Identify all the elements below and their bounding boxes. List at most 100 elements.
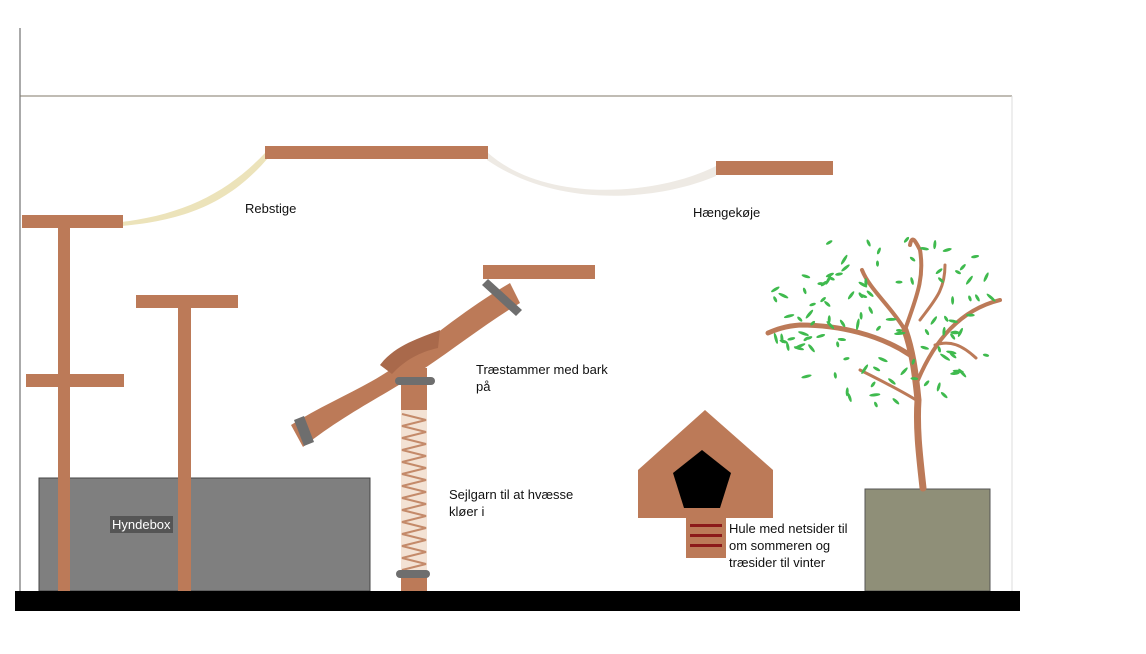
leaf bbox=[940, 392, 948, 399]
leaf bbox=[874, 401, 878, 408]
leaf bbox=[843, 357, 850, 361]
leaf bbox=[825, 240, 833, 245]
cave-ladder-rung-3 bbox=[690, 544, 722, 547]
leaf bbox=[885, 317, 897, 321]
tree-branch-right-mid bbox=[933, 341, 978, 360]
leaf bbox=[858, 281, 868, 288]
leaf bbox=[817, 282, 824, 286]
leaf bbox=[982, 353, 990, 357]
label-rope-ladder: Rebstige bbox=[245, 201, 297, 216]
leaf bbox=[787, 337, 796, 341]
cushion-box bbox=[38, 477, 371, 592]
leaf bbox=[935, 268, 943, 275]
leaf bbox=[845, 387, 849, 397]
label-sisal: Sejlgarn til at hvæsse kløer i bbox=[449, 486, 574, 520]
leaf bbox=[888, 378, 896, 385]
floor bbox=[15, 591, 1020, 611]
leaf bbox=[828, 276, 835, 281]
leaf bbox=[824, 301, 831, 307]
leaf bbox=[866, 239, 871, 247]
leaf bbox=[773, 332, 778, 344]
tree-branch-right-upper bbox=[918, 263, 947, 322]
leaf bbox=[950, 333, 956, 340]
leaf bbox=[942, 326, 946, 336]
tall-post-mid-shelf bbox=[26, 374, 124, 387]
leaf bbox=[858, 292, 864, 299]
leaf bbox=[771, 286, 780, 293]
leaf bbox=[924, 329, 930, 336]
leaf bbox=[798, 331, 809, 336]
leaf bbox=[986, 293, 996, 302]
leaf bbox=[859, 312, 863, 320]
leaf bbox=[923, 380, 930, 387]
leaf bbox=[966, 313, 975, 317]
tall-post-pole bbox=[58, 228, 70, 591]
leaf bbox=[944, 315, 949, 322]
leaf bbox=[820, 280, 828, 287]
leaf bbox=[959, 264, 966, 271]
leaf bbox=[835, 272, 843, 276]
hammock bbox=[487, 152, 716, 196]
tree-branch-right bbox=[916, 298, 1002, 382]
label-cave: Hule med netsider til om sommeren og træ… bbox=[727, 520, 850, 571]
leaf bbox=[866, 290, 874, 297]
tree-branch-left-upper bbox=[860, 268, 907, 332]
leaf bbox=[816, 334, 826, 338]
leaf bbox=[779, 339, 788, 344]
tree-trunk-knot bbox=[380, 330, 440, 374]
label-tree-trunks: Træstammer med bark på bbox=[476, 361, 608, 395]
leaf bbox=[983, 272, 989, 282]
leaf bbox=[801, 274, 811, 279]
leaf bbox=[896, 328, 903, 333]
leaf bbox=[920, 345, 929, 350]
leaf bbox=[968, 295, 972, 302]
clamp-branch-end bbox=[294, 416, 314, 446]
leaf bbox=[803, 336, 809, 342]
leaf bbox=[919, 247, 929, 251]
leaf bbox=[957, 327, 963, 337]
trunk-shelf bbox=[483, 265, 595, 279]
leaf bbox=[930, 316, 938, 325]
clamp-top bbox=[395, 377, 435, 385]
leaf bbox=[837, 337, 847, 342]
leaf bbox=[876, 247, 881, 255]
leaf bbox=[948, 319, 958, 323]
tall-post-top-shelf bbox=[22, 215, 123, 228]
leaf bbox=[910, 377, 919, 381]
leaf bbox=[875, 260, 880, 267]
leaf bbox=[809, 302, 816, 307]
leaf bbox=[870, 381, 876, 388]
leaf bbox=[847, 392, 852, 402]
leaf bbox=[895, 280, 903, 284]
tree-trunk-branch bbox=[291, 283, 520, 447]
leaf bbox=[900, 367, 908, 376]
leaf bbox=[836, 341, 840, 348]
top-shelf-center bbox=[265, 146, 488, 159]
leaf bbox=[810, 320, 816, 326]
leaf bbox=[840, 254, 848, 265]
leaf bbox=[938, 277, 944, 283]
leaf bbox=[937, 346, 942, 353]
leaf bbox=[876, 325, 881, 331]
leaf bbox=[827, 315, 831, 324]
leaf bbox=[778, 292, 789, 299]
leaf bbox=[786, 342, 790, 351]
leaf bbox=[808, 344, 815, 353]
leaf bbox=[894, 331, 906, 335]
leaf bbox=[841, 264, 850, 272]
leaf bbox=[847, 291, 855, 300]
leaf bbox=[946, 350, 957, 355]
leaf bbox=[873, 366, 881, 372]
leaf bbox=[783, 314, 795, 319]
short-post-pole bbox=[178, 308, 191, 591]
tree-trunk bbox=[901, 326, 927, 492]
cave-ladder-rung-2 bbox=[690, 534, 722, 537]
label-hammock: Hængekøje bbox=[693, 205, 761, 220]
leaf bbox=[839, 319, 846, 328]
leaf bbox=[910, 277, 914, 285]
clamp-bottom bbox=[396, 570, 430, 578]
cave-ladder-rung-1 bbox=[690, 524, 722, 527]
leaf bbox=[856, 318, 860, 331]
cave-entrance bbox=[673, 450, 731, 508]
leaf bbox=[892, 398, 900, 405]
